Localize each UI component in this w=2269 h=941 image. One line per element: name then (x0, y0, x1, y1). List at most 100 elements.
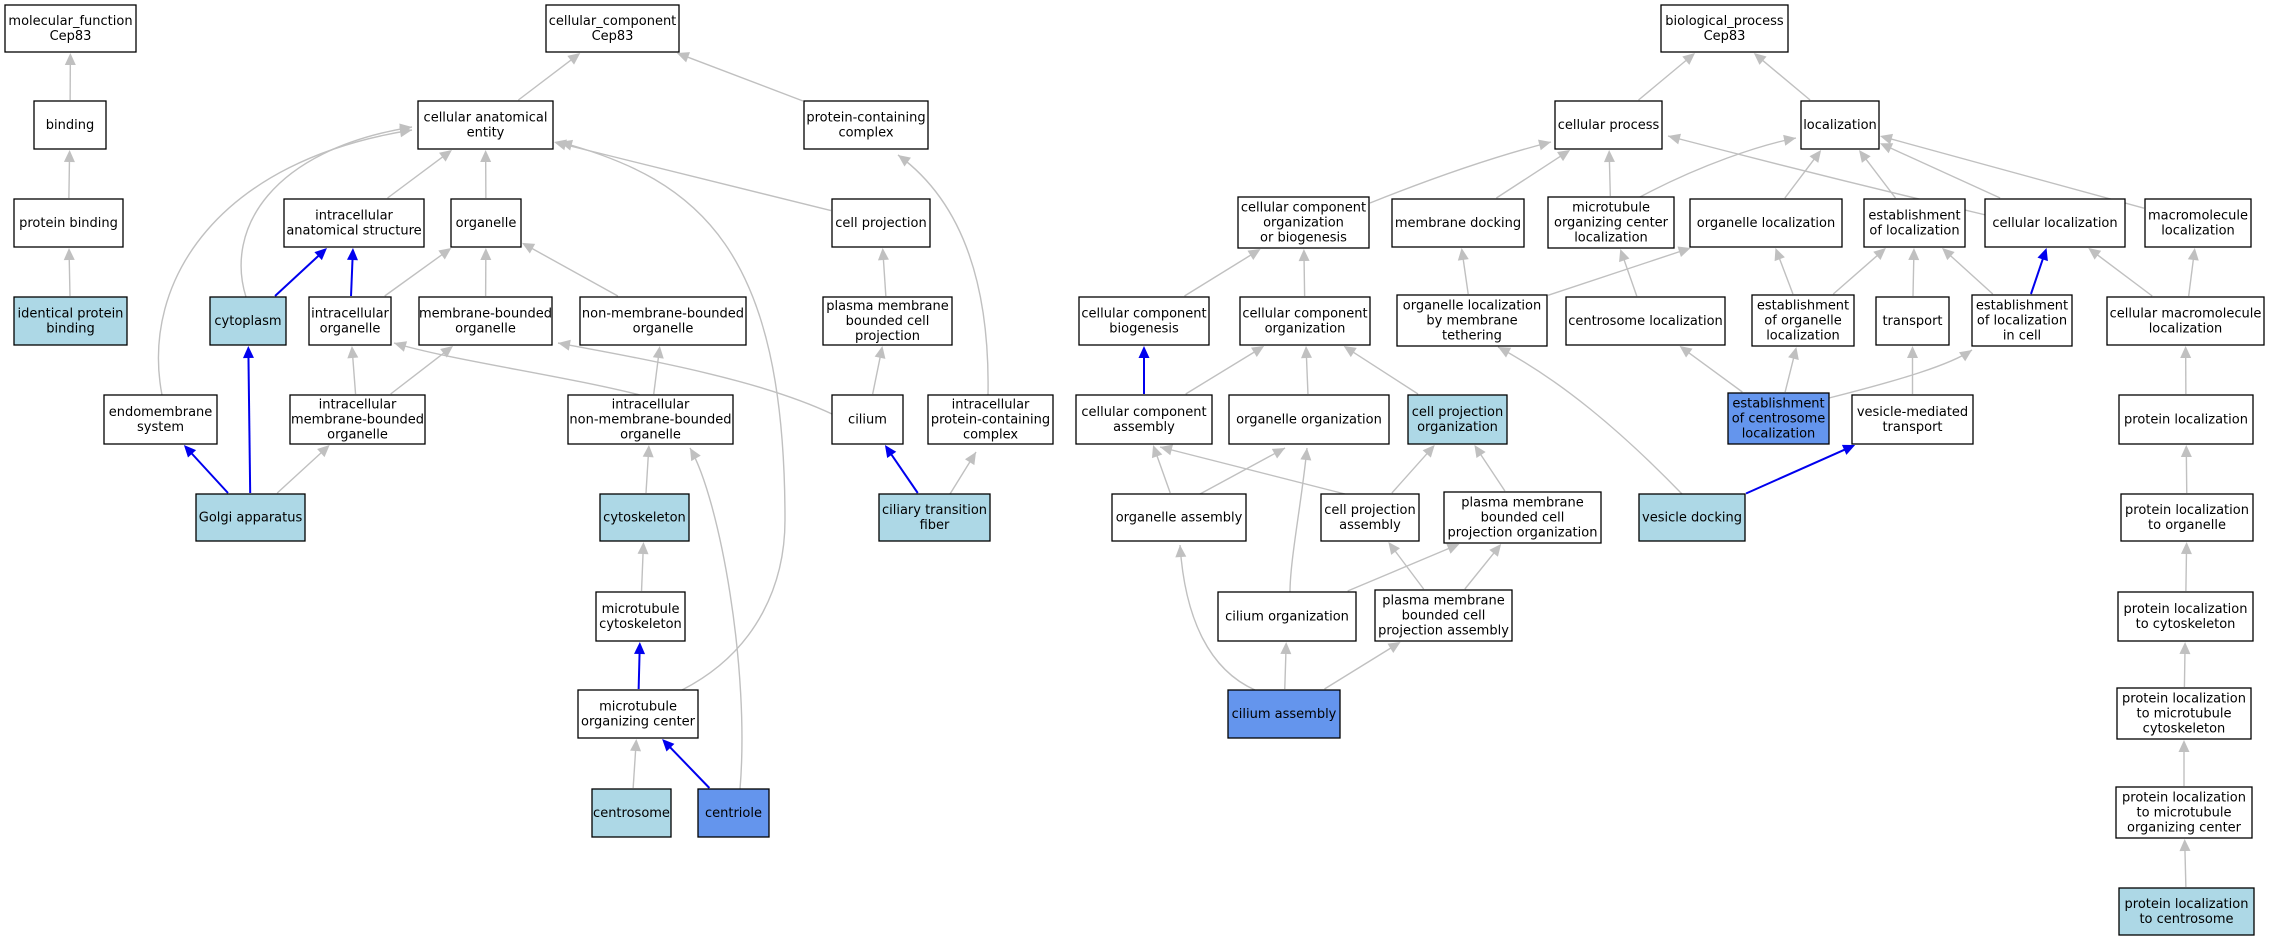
edge-cilium_organization-to-pm_bounded_cell_projection_organization (1347, 543, 1460, 592)
node-transport[interactable]: transport (1875, 296, 1950, 346)
node-label: of localization (1869, 224, 1959, 239)
edge-line (1303, 258, 1306, 297)
node-label: binding (46, 322, 94, 337)
edge-line (350, 257, 354, 297)
edge-line (68, 159, 71, 199)
node-box (1075, 394, 1213, 445)
arrow-head (1880, 133, 1894, 145)
node-protein_localization[interactable]: protein localization (2118, 394, 2254, 445)
node-organelle[interactable]: organelle (450, 198, 522, 248)
node-label: cellular_component (549, 14, 677, 29)
edge-cellular_process-to-bp_root (1638, 53, 1696, 101)
edge-plasma_membrane_bounded_cell_projection-to-cell_projection (877, 248, 889, 297)
arrow-head (1175, 545, 1187, 558)
node-box (567, 394, 734, 445)
node-cilium[interactable]: cilium (831, 394, 904, 445)
node-label: of localization (1977, 314, 2067, 329)
node-box (803, 100, 929, 150)
node-cellular_process[interactable]: cellular process (1554, 100, 1663, 150)
node-centrosome_localization[interactable]: centrosome localization (1565, 296, 1726, 346)
node-intracellular_non_membrane_bounded_organelle[interactable]: intracellularnon-membrane-boundedorganel… (567, 394, 734, 445)
node-cytoskeleton[interactable]: cytoskeleton (599, 493, 690, 542)
edge-pm_bounded_cell_projection_assembly-to-pm_bounded_cell_projection_organization (1464, 544, 1502, 590)
arrow-head (965, 452, 976, 466)
node-organelle_localization[interactable]: organelle localization (1689, 198, 1843, 248)
arrow-head (1774, 248, 1785, 262)
node-membrane_docking[interactable]: membrane docking (1391, 198, 1525, 248)
node-label: tethering (1442, 329, 1502, 344)
node-label: cellular process (1558, 118, 1660, 133)
edge-line (2095, 253, 2153, 297)
node-cilium_organization[interactable]: cilium organization (1217, 591, 1357, 642)
node-label: organelle (620, 428, 681, 443)
arrow-head (1298, 249, 1310, 262)
node-cytoplasm[interactable]: cytoplasm (209, 296, 287, 346)
edge-line (1784, 356, 1795, 393)
node-localization[interactable]: localization (1800, 100, 1880, 150)
node-protein_binding[interactable]: protein binding (13, 198, 124, 248)
arrow-head (347, 346, 359, 359)
node-centrosome[interactable]: centrosome (591, 788, 672, 838)
arrow-head (1446, 543, 1460, 554)
node-golgi_apparatus[interactable]: Golgi apparatus (195, 493, 306, 542)
edge-line (2183, 651, 2186, 688)
node-binding[interactable]: binding (33, 100, 107, 150)
node-centriole[interactable]: centriole (697, 788, 770, 838)
node-box (591, 788, 672, 838)
node-cellular_localization[interactable]: cellular localization (1984, 198, 2126, 248)
node-cell_projection[interactable]: cell projection (831, 198, 931, 248)
arrow-head (1280, 642, 1292, 655)
arrow-head (1841, 444, 1856, 455)
arrow-head (560, 139, 574, 151)
node-organelle_organization[interactable]: organelle organization (1228, 394, 1390, 445)
node-cilium_assembly[interactable]: cilium assembly (1227, 689, 1341, 739)
node-vesicle_docking[interactable]: vesicle docking (1638, 493, 1746, 542)
edge-establishment_localization_in_cell-to-cellular_localization (2030, 248, 2048, 295)
edge-intracellular_membrane_bounded_organelle-to-membrane_bounded_organelle (390, 346, 454, 395)
node-organelle_assembly[interactable]: organelle assembly (1111, 493, 1247, 542)
edge-line (1912, 257, 1915, 297)
node-label: cellular anatomical (424, 111, 548, 126)
edge-line (1324, 646, 1393, 690)
